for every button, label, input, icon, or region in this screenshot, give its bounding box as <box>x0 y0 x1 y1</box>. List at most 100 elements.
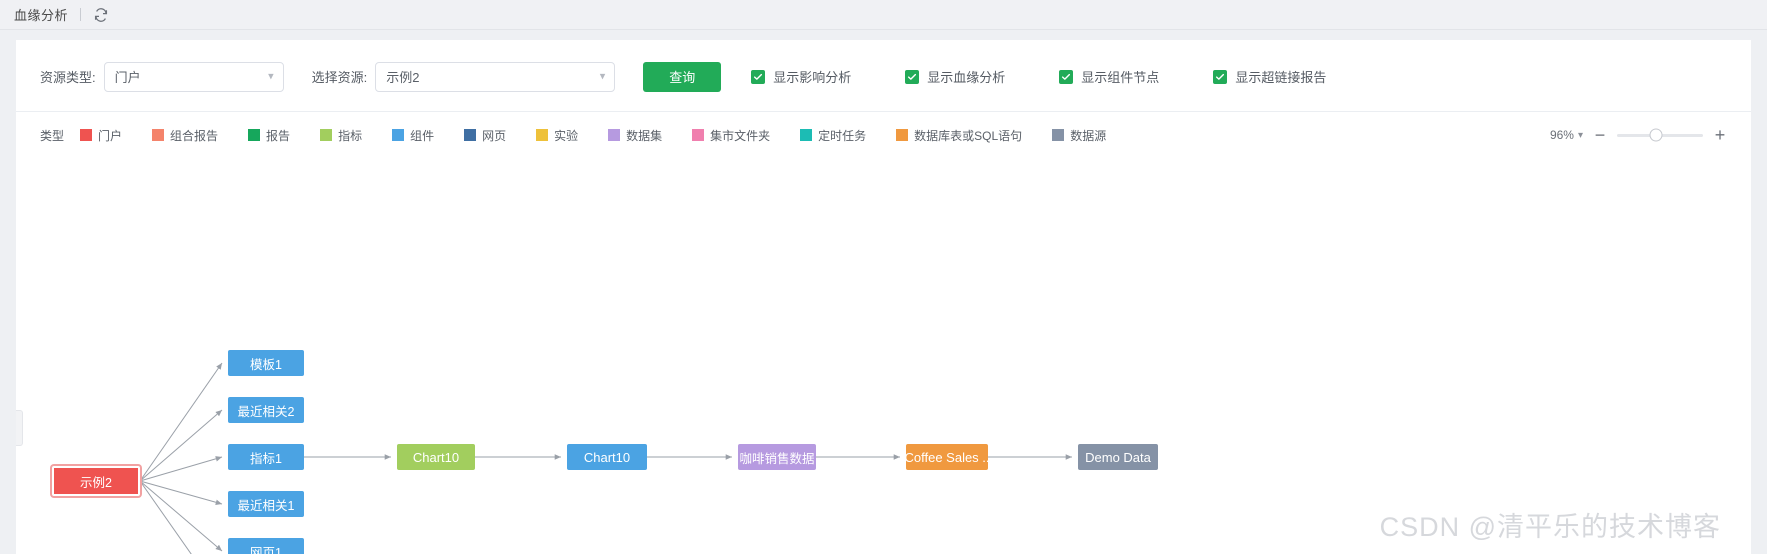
legend-color-swatch <box>320 129 333 141</box>
checkbox-label: 显示组件节点 <box>1081 70 1160 85</box>
graph-node-idx1[interactable]: 指标1 <box>228 444 304 470</box>
checkbox-label: 显示血缘分析 <box>927 70 1006 85</box>
graph-node-label: 咖啡销售数据 <box>739 451 815 466</box>
graph-node-demo[interactable]: Demo Data <box>1078 444 1158 470</box>
graph-node-label: 示例2 <box>80 475 112 490</box>
checkbox-group: 显示影响分析 显示血缘分析 显示组件节点 <box>751 67 1326 86</box>
resource-type-label: 资源类型: <box>40 70 96 85</box>
legend-color-swatch <box>248 129 261 141</box>
legend-item-label: 组合报告 <box>170 128 219 143</box>
graph-node-csales[interactable]: Coffee Sales .. <box>906 444 988 470</box>
checkbox-hyperlink-report[interactable]: 显示超链接报告 <box>1213 67 1326 86</box>
legend-item[interactable]: 报告 <box>248 127 290 144</box>
legend-items: 门户 组合报告 报告 指标 组件 网页 实验 数据集 集市文件夹 定时任务 数据库表或SQL语句 数据… <box>80 127 1136 144</box>
graph-node-rec2[interactable]: 最近相关2 <box>228 397 304 423</box>
page-body: 资源类型: 门户 ▾ 选择资源: 示例2 ▾ 查询 显示影响分析 <box>0 30 1767 554</box>
graph-edge <box>139 456 223 482</box>
app-titlebar: 血缘分析 <box>0 0 1767 30</box>
legend-item-label: 数据源 <box>1070 128 1107 143</box>
resource-type-select[interactable]: 门户 ▾ <box>103 61 284 92</box>
check-icon <box>751 69 766 84</box>
legend-item-label: 数据库表或SQL语句 <box>914 128 1023 143</box>
graph-node-chart10g[interactable]: Chart10 <box>397 444 475 470</box>
watermark: CSDN @清平乐的技术博客 <box>1379 512 1721 542</box>
legend-color-swatch <box>608 129 621 141</box>
checkbox-impact-analysis[interactable]: 显示影响分析 <box>751 67 851 86</box>
lineage-panel: 资源类型: 门户 ▾ 选择资源: 示例2 ▾ 查询 显示影响分析 <box>16 40 1751 554</box>
panel-drag-handle[interactable] <box>16 410 23 446</box>
legend-item[interactable]: 组件 <box>392 127 434 144</box>
legend-color-swatch <box>692 129 705 141</box>
legend-color-swatch <box>392 129 405 141</box>
graph-node-label: Demo Data <box>1085 449 1151 465</box>
graph-edge <box>139 480 223 552</box>
legend-item-label: 指标 <box>338 128 363 143</box>
legend-item-label: 门户 <box>98 128 123 143</box>
check-icon <box>1059 69 1074 84</box>
graph-edge <box>139 362 223 482</box>
query-button[interactable]: 查询 <box>643 61 722 92</box>
legend-item[interactable]: 网页 <box>464 127 506 144</box>
graph-node-label: 网页1 <box>250 545 282 554</box>
chevron-down-icon: ▾ <box>1577 129 1583 141</box>
check-icon <box>1213 69 1228 84</box>
legend-item[interactable]: 数据源 <box>1052 127 1106 144</box>
zoom-slider[interactable] <box>1617 128 1703 142</box>
legend-item[interactable]: 门户 <box>80 127 122 144</box>
graph-node-web1[interactable]: 网页1 <box>228 538 304 554</box>
legend-item[interactable]: 指标 <box>320 127 362 144</box>
legend-item[interactable]: 数据集 <box>608 127 662 144</box>
checkbox-lineage-analysis[interactable]: 显示血缘分析 <box>905 67 1005 86</box>
legend-item-label: 报告 <box>266 128 291 143</box>
legend-item-label: 集市文件夹 <box>710 128 771 143</box>
legend-item[interactable]: 定时任务 <box>800 127 866 144</box>
graph-node-root[interactable]: 示例2 <box>52 466 140 496</box>
zoom-percent-dropdown[interactable]: 96% ▾ <box>1550 128 1583 142</box>
titlebar-divider <box>80 8 82 21</box>
legend-color-swatch <box>896 129 909 141</box>
graph-node-rec1[interactable]: 最近相关1 <box>228 491 304 517</box>
graph-node-tpl1[interactable]: 模板1 <box>228 350 304 376</box>
checkbox-label: 显示超链接报告 <box>1235 70 1327 85</box>
legend-item-label: 定时任务 <box>818 128 867 143</box>
zoom-control: 96% ▾ − + <box>1550 126 1727 144</box>
legend-item[interactable]: 数据库表或SQL语句 <box>896 127 1022 144</box>
resource-label: 选择资源: <box>311 70 368 85</box>
graph-node-label: 最近相关2 <box>237 404 295 419</box>
zoom-out-button[interactable]: − <box>1594 125 1606 145</box>
graph-node-label: 指标1 <box>250 451 282 466</box>
graph-edge <box>139 480 223 505</box>
refresh-icon[interactable] <box>93 7 109 23</box>
legend-color-swatch <box>80 129 93 141</box>
graph-node-label: Chart10 <box>412 449 460 465</box>
zoom-percent-value: 96% <box>1549 128 1574 142</box>
legend-bar: 类型 门户 组合报告 报告 指标 组件 网页 实验 数据集 集市文件夹 定时任务 数据库表或SQL语… <box>16 112 1751 158</box>
graph-node-label: 最近相关1 <box>237 498 295 513</box>
zoom-in-button[interactable]: + <box>1714 125 1726 145</box>
graph-edge <box>139 480 192 554</box>
page-title: 血缘分析 <box>14 8 69 23</box>
legend-item[interactable]: 组合报告 <box>152 127 218 144</box>
resource-value: 示例2 <box>386 70 420 85</box>
resource-select[interactable]: 示例2 ▾ <box>375 61 616 92</box>
legend-item[interactable]: 实验 <box>536 127 578 144</box>
legend-title: 类型 <box>40 128 65 143</box>
zoom-slider-handle[interactable] <box>1649 128 1663 142</box>
checkbox-component-nodes[interactable]: 显示组件节点 <box>1059 67 1159 86</box>
legend-item-label: 实验 <box>554 128 579 143</box>
legend-color-swatch <box>800 129 813 141</box>
legend-item-label: 网页 <box>482 128 507 143</box>
graph-edge <box>139 409 223 482</box>
graph-node-coffee[interactable]: 咖啡销售数据 <box>738 444 816 470</box>
lineage-graph-canvas[interactable]: 示例2模板1最近相关2指标1最近相关1网页1快速学习1Chart10Chart1… <box>16 158 1751 554</box>
filter-toolbar: 资源类型: 门户 ▾ 选择资源: 示例2 ▾ 查询 显示影响分析 <box>16 40 1751 112</box>
check-icon <box>905 69 920 84</box>
legend-item[interactable]: 集市文件夹 <box>692 127 770 144</box>
chevron-down-icon: ▾ <box>599 70 606 82</box>
graph-node-chart10b[interactable]: Chart10 <box>567 444 647 470</box>
legend-item-label: 组件 <box>410 128 435 143</box>
legend-color-swatch <box>536 129 549 141</box>
graph-node-label: Chart10 <box>583 449 631 465</box>
chevron-down-icon: ▾ <box>268 70 274 82</box>
legend-color-swatch <box>152 129 165 141</box>
